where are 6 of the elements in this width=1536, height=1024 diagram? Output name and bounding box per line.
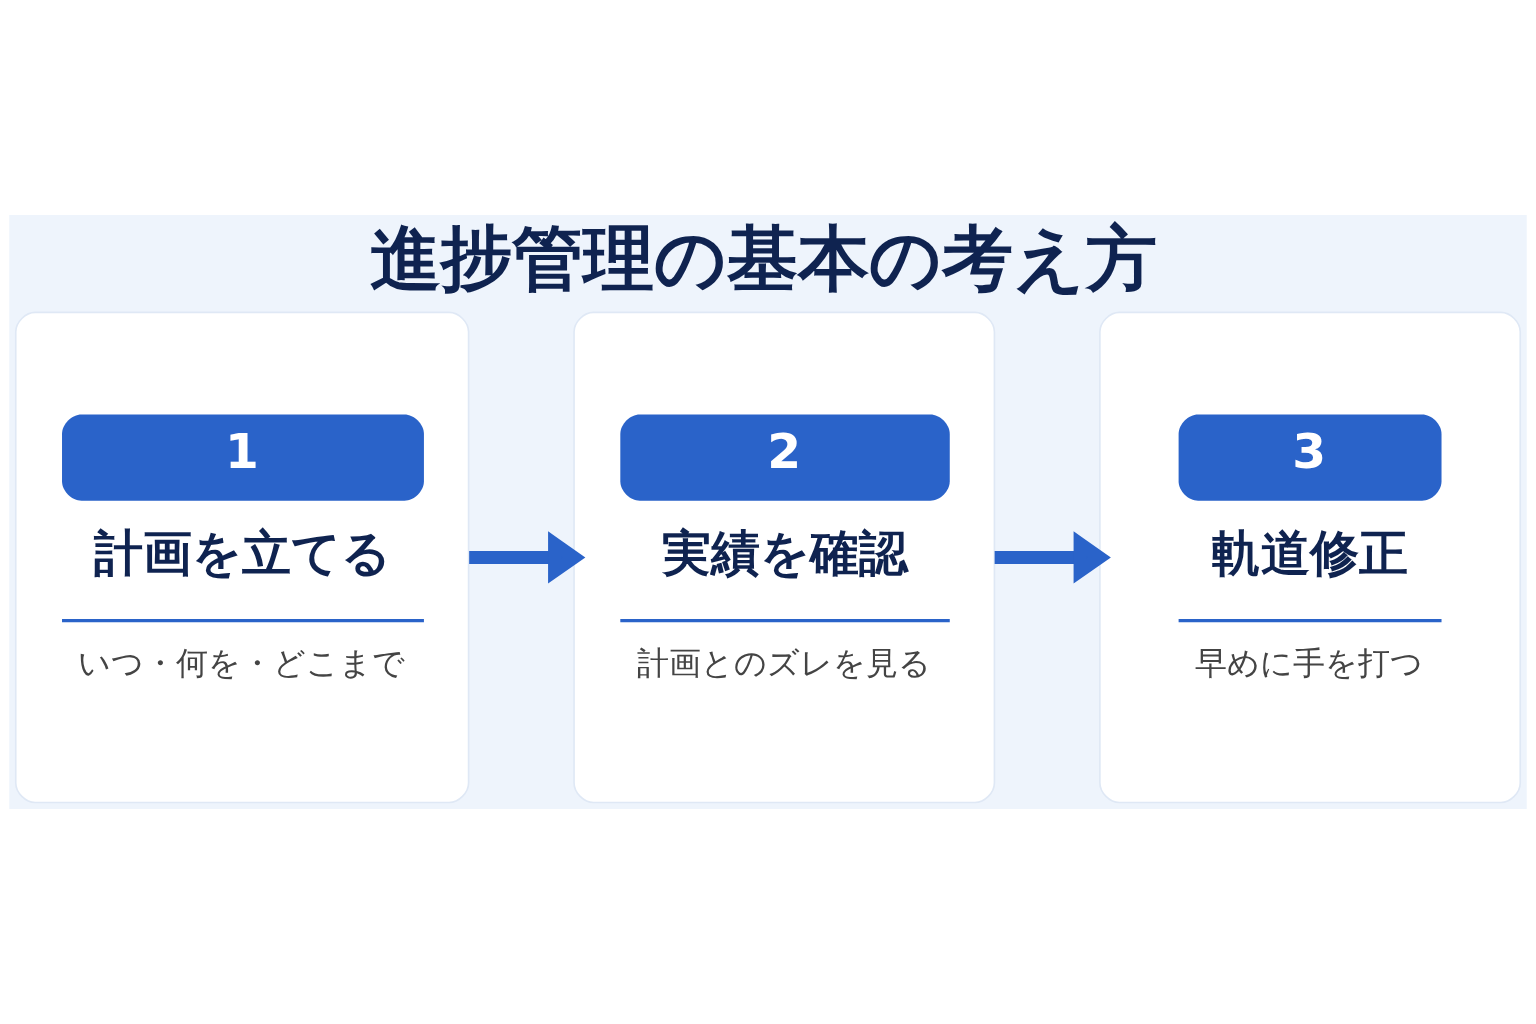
node-box: 1 計画を立てる いつ・何を・どこまで [14,311,470,804]
diagram-title: 進捗管理の基本の考え方 [370,217,1158,301]
arrow [469,531,586,584]
node-box: 3 軌道修正 早めに手を打つ [1099,311,1522,804]
arrow [994,531,1111,584]
node-box: 2 実績を確認 計画とのズレを見る [573,311,996,804]
